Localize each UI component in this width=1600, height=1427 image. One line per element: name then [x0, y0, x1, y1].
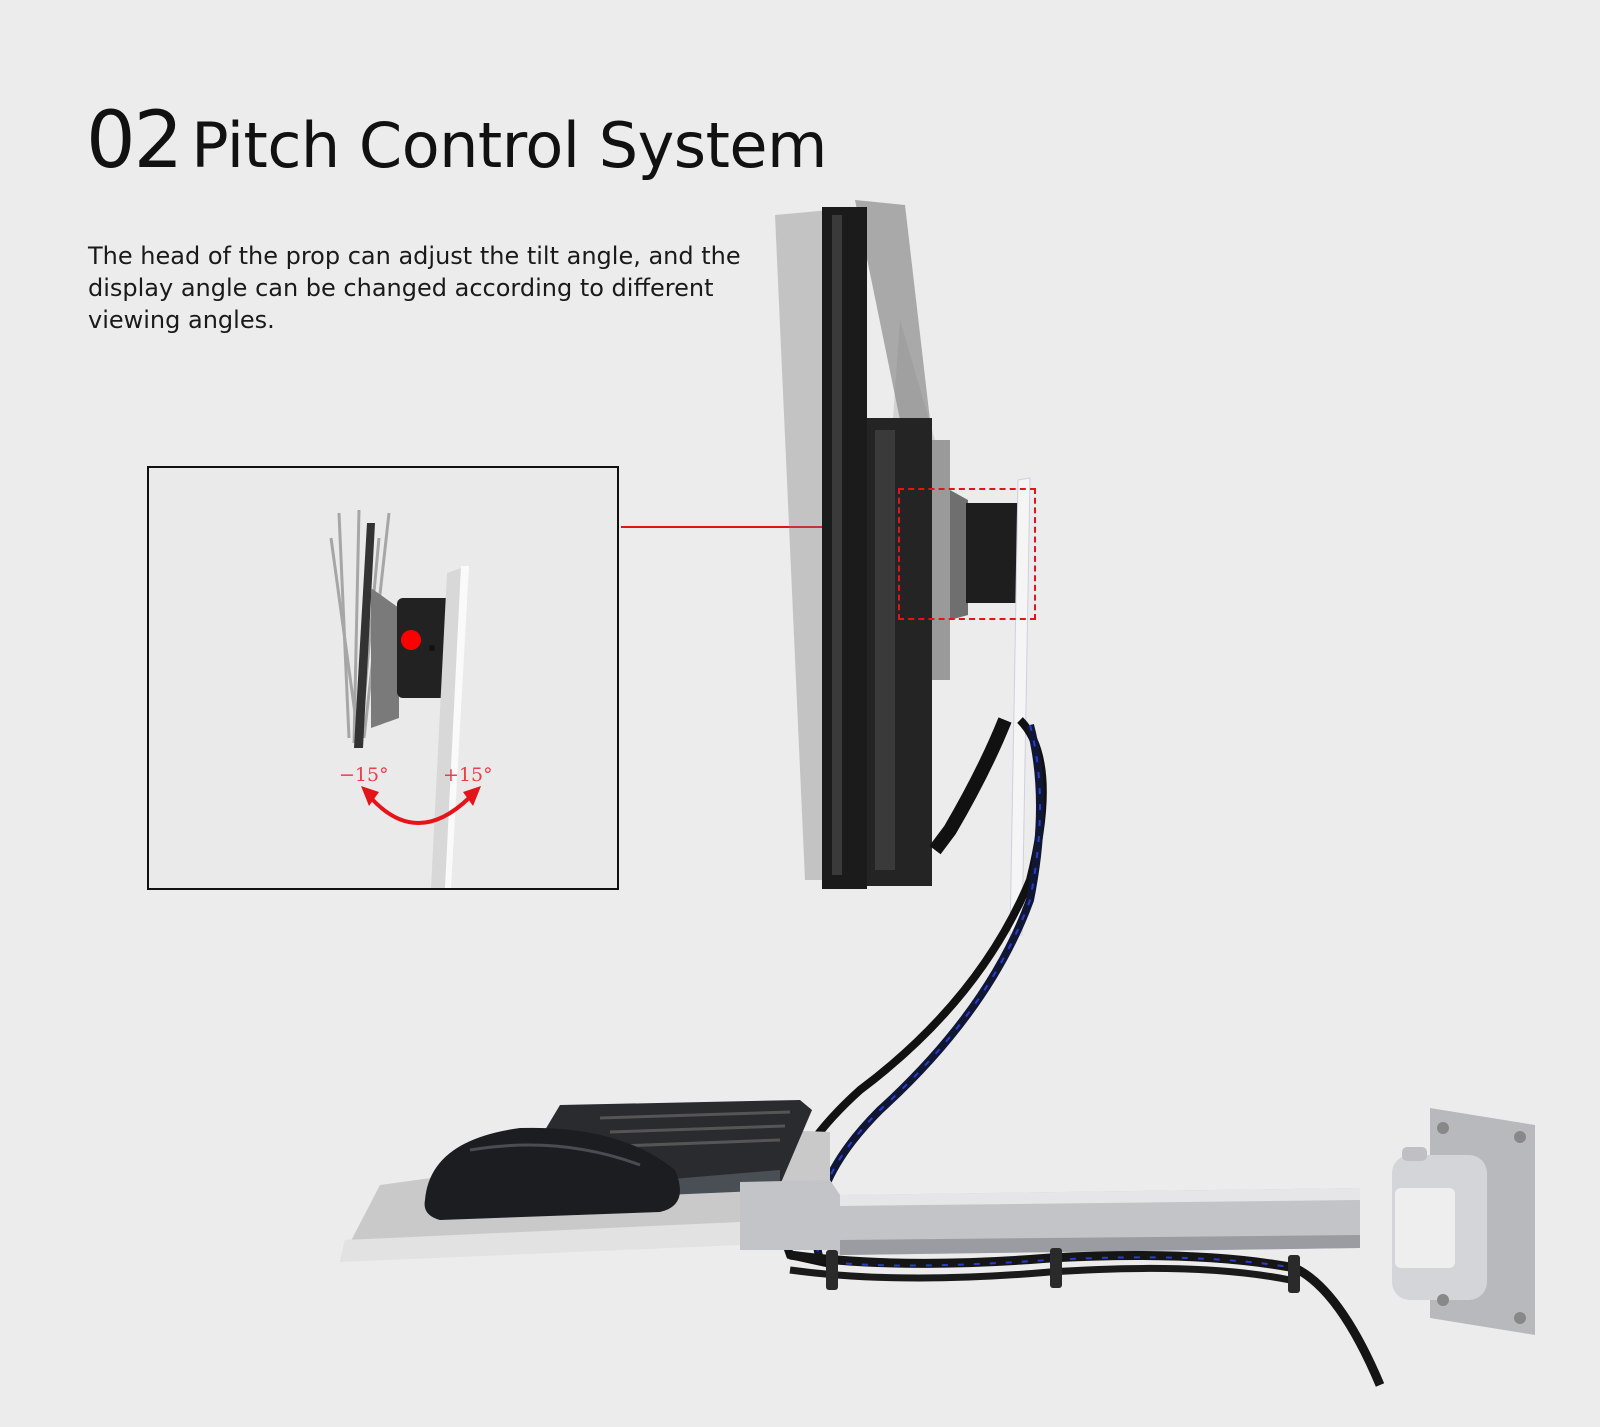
- pivot-dot: [401, 630, 421, 650]
- description-text: The head of the prop can adjust the tilt…: [88, 242, 741, 334]
- tilt-head-illustration: [329, 509, 481, 888]
- angle-plus-label: +15°: [443, 764, 493, 786]
- tilt-detail-inset: −15° +15°: [147, 466, 619, 890]
- monitor: [822, 207, 932, 889]
- section-number: 02: [86, 96, 183, 186]
- callout-line: [621, 526, 898, 528]
- angle-minus-label: −15°: [339, 764, 389, 786]
- wall-mount-plate: [1392, 1108, 1535, 1335]
- tilt-head-highlight: [898, 488, 1036, 620]
- keyboard: [545, 1100, 812, 1195]
- swing-arm: [740, 1180, 1360, 1255]
- mouse: [424, 1127, 680, 1220]
- tilt-head-block: [966, 503, 1020, 603]
- section-title: Pitch Control System: [191, 109, 827, 182]
- vertical-pole: [1009, 477, 1031, 936]
